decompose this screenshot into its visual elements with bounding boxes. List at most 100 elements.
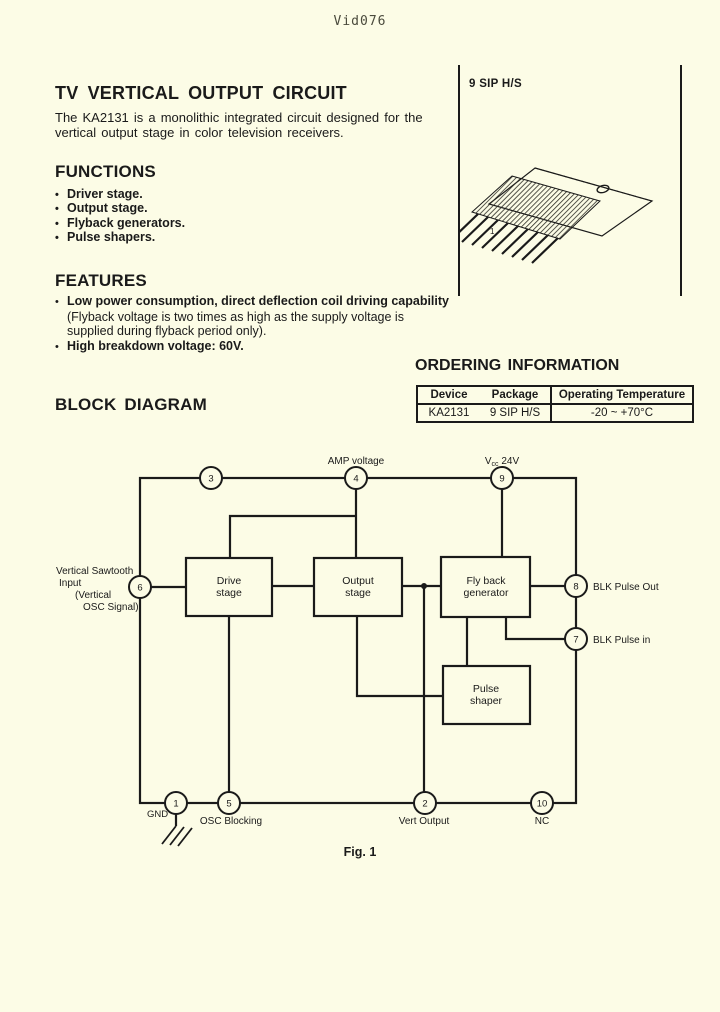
list-item: •Output stage. [55,202,185,216]
plate-back-edge [534,167,653,202]
package-cell: 9 SIP H/S [489,407,541,419]
bullet-icon: • [55,296,59,308]
output-stage-block [312,556,404,618]
page-title: TV VERTICAL OUTPUT CIRCUIT [55,83,347,103]
drive-stage-label: Drive [217,575,242,587]
mounting-hole-icon [596,184,610,194]
description: The KA2131 is a monolithic integrated ci… [55,110,475,140]
svg-text:generator: generator [464,587,509,599]
diagram-wires [138,476,578,826]
document-code: Vid076 [333,14,387,29]
features-heading: FEATURES [55,271,147,290]
blk-pulse-in-label: BLK Pulse in [593,635,650,646]
svg-text:(Vertical: (Vertical [75,590,111,601]
package-panel: 9 SIP H/S [451,65,682,296]
functions-item-label: Output stage. [67,201,148,216]
pin-3 [199,466,223,490]
functions-item-label: Driver stage. [67,187,143,201]
sip-package-drawing-icon: 1 [451,167,654,264]
osc-blocking-label: OSC Blocking [200,816,262,827]
function-blocks [184,555,532,726]
pin-5 [217,791,241,815]
device-cell: KA2131 [428,407,470,419]
functions-heading: FUNCTIONS [55,162,156,181]
pin-10 [530,791,554,815]
vert-output-label: Vert Output [399,816,450,827]
flyback-generator-label: Fly back [466,575,506,587]
block-diagram-heading: BLOCK DIAGRAM [55,395,207,414]
svg-text:6: 6 [137,583,142,594]
table-header-row: Device Package Operating Temperature [417,386,693,404]
bullet-icon: • [55,232,59,245]
functions-item-label: Flyback generators. [67,215,186,230]
pin-4 [344,466,368,490]
pin-7 [564,627,588,651]
output-stage-label: Output [342,575,374,587]
pin-numbers: 3 4 9 6 8 7 1 5 2 10 [137,474,578,810]
block-labels: Drive stage Output stage Fly back genera… [216,575,509,707]
column-header-temperature: Operating Temperature [550,386,693,404]
svg-text:9: 9 [499,474,504,485]
ordering-table: Device Package Operating Temperature KA2… [416,385,694,423]
list-item: • Flyback generators. [55,215,186,231]
pin1-marker: 1 [490,227,495,236]
svg-text:shaper: shaper [470,695,503,707]
bullet-icon: • [55,217,59,230]
svg-text:2: 2 [422,799,427,810]
list-item: • High breakdown voltage: 60V. [55,339,485,355]
pin-circles [128,466,588,815]
package-name-label: 9 SIP H/S [469,78,522,90]
bullet-icon: • [55,340,59,353]
ground-icon [161,825,193,847]
pin-6 [128,575,152,599]
vcc-label: Vcc 24V [485,456,520,468]
svg-text:4: 4 [353,474,358,485]
functions-item-label: Pulse shapers. [67,230,156,245]
table-row: KA2131 9 SIP H/S -20 ~ +70°C [417,404,693,422]
description-line: vertical output stage in color televisio… [55,124,344,140]
pin-9 [490,466,514,490]
features-item-continuation: supplied during flyback period only). [67,324,267,339]
temperature-cell: -20 ~ +70°C [550,404,693,422]
ordering-heading: ORDERING INFORMATION [415,357,620,374]
drive-stage-block [184,556,274,618]
pin-labels: AMP voltage Vcc 24V BLK Pulse Out BLK Pu… [56,456,659,827]
features-item-label: Low power consumption, direct deflection… [67,294,449,308]
list-item: • Driver stage. [55,187,185,202]
svg-text:5: 5 [226,799,231,810]
svg-text:3: 3 [208,474,213,485]
pulse-shaper-block [441,664,532,726]
molded-body [471,175,601,240]
list-item: • Pulse shapers. [55,231,185,245]
list-item: • Low power consumption, direct deflectio… [55,294,485,310]
features-list: • Low power consumption, direct deflectio… [55,294,485,354]
pulse-shaper-label: Pulse [473,683,499,695]
svg-text:10: 10 [537,799,548,810]
figure-caption: Fig. 1 [343,845,377,859]
features-item-label: High breakdown voltage: 60V. [67,338,244,353]
flyback-generator-block [439,555,532,619]
column-header-package: Package [491,389,539,401]
block-diagram: Drive stage Output stage Fly back genera… [56,456,659,847]
blk-pulse-out-label: BLK Pulse Out [593,582,659,593]
svg-text:OSC Signal): OSC Signal) [83,602,139,613]
description-line: The KA2131 is a monolithic integrated ci… [55,110,423,125]
functions-list: •Driver stage. •Output stage. •Flyback g… [55,187,186,246]
gnd-label: GND [147,809,168,820]
svg-text:8: 8 [573,582,578,593]
package-pins [451,213,559,264]
pin-8 [564,574,588,598]
features-item-continuation: (Flyback voltage is two times as high as… [67,309,404,324]
bullet-icon: • [55,189,59,201]
svg-text:Input: Input [59,578,81,589]
pin-1 [164,791,188,815]
svg-text:7: 7 [573,635,578,646]
svg-text:stage: stage [216,587,242,599]
svg-text:stage: stage [345,587,371,599]
svg-text:1: 1 [173,799,178,810]
column-header-device: Device [430,389,468,401]
nc-label: NC [535,816,549,827]
pin-2 [413,791,437,815]
input-label: Vertical Sawtooth [56,566,133,577]
